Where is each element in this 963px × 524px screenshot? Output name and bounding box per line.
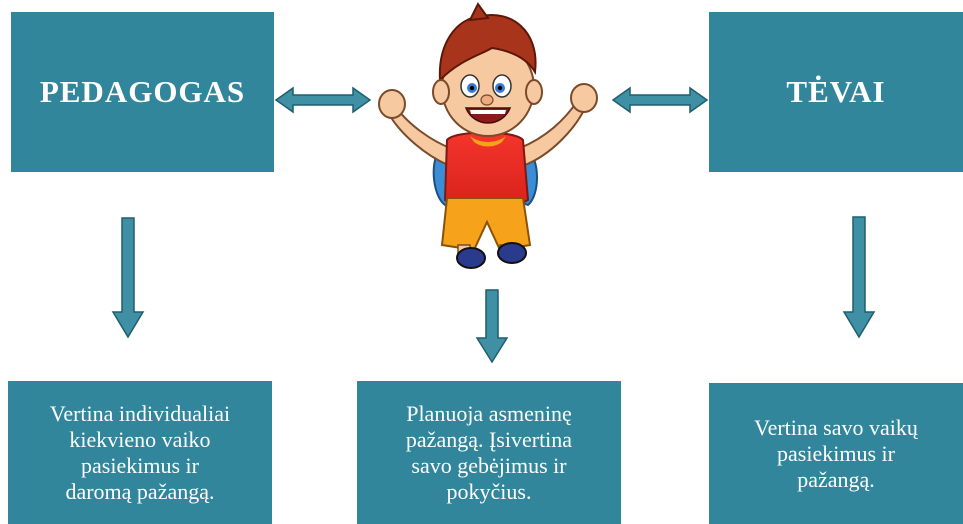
outcome-middle-line: Planuoja asmeninę <box>406 400 572 426</box>
pedagogas-outcome-box: Vertina individualiai kiekvieno vaiko pa… <box>8 381 272 524</box>
outcome-middle-line: savo gebėjimus ir <box>411 452 567 478</box>
down-arrow-left-icon <box>111 217 145 339</box>
jumping-child-icon <box>378 2 598 269</box>
down-arrow-middle-icon <box>475 289 509 364</box>
double-arrow-left-icon <box>274 86 372 114</box>
tevai-outcome-box: Vertina savo vaikų pasiekimus ir pažangą… <box>709 383 963 524</box>
double-arrow-right-icon <box>611 86 709 114</box>
outcome-left-line: kiekvieno vaiko <box>69 426 211 452</box>
outcome-left-line: daromą pažangą. <box>65 478 215 504</box>
tevai-box: TĖVAI <box>709 12 963 172</box>
tevai-label: TĖVAI <box>786 74 886 109</box>
pedagogas-label: PEDAGOGAS <box>39 74 246 109</box>
outcome-middle-line: pažangą. Įsivertina <box>405 426 573 452</box>
outcome-right-line: Vertina savo vaikų <box>754 414 918 440</box>
outcome-right-line: pasiekimus ir <box>777 440 895 466</box>
child-outcome-box: Planuoja asmeninę pažangą. Įsivertina sa… <box>357 381 621 524</box>
outcome-left-line: Vertina individualiai <box>49 400 231 426</box>
outcome-left-line: pasiekimus ir <box>81 452 199 478</box>
outcome-right-line: pažangą. <box>797 466 875 492</box>
outcome-middle-line: pokyčius. <box>446 478 532 504</box>
down-arrow-right-icon <box>842 216 876 339</box>
pedagogas-box: PEDAGOGAS <box>11 12 274 172</box>
